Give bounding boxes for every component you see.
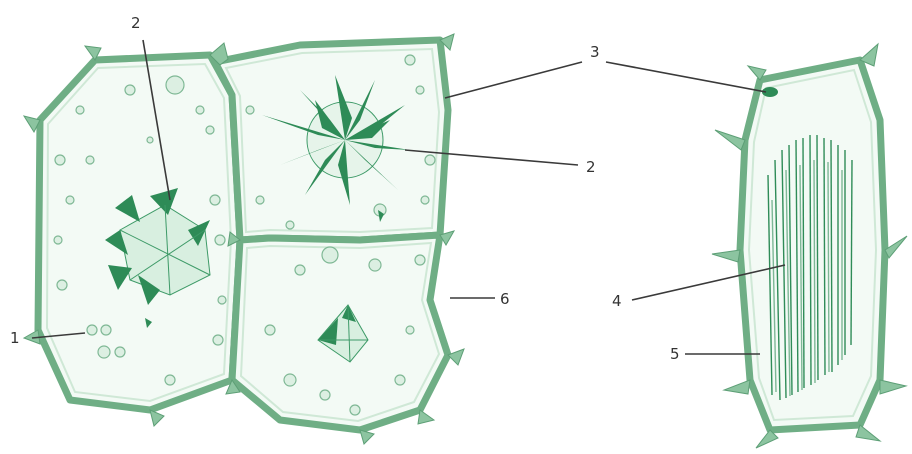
leader-3-right [606,62,766,92]
label-4: 4 [612,292,622,310]
right-cell [712,44,907,448]
label-2-top: 2 [131,14,141,32]
label-6: 6 [500,290,510,308]
label-3: 3 [590,43,600,61]
label-1: 1 [10,329,20,347]
label-2-right: 2 [586,158,596,176]
label-5: 5 [670,345,680,363]
leader-3-left [445,62,582,98]
